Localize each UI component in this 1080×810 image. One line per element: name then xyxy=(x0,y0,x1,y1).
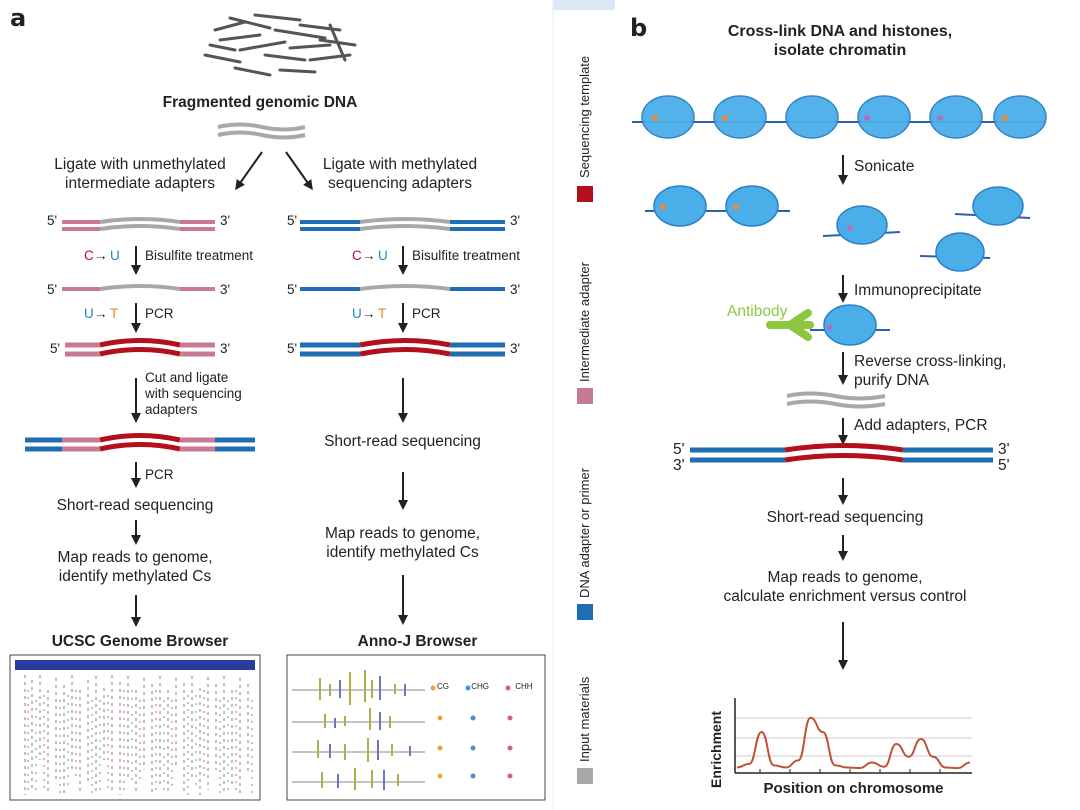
b-end-5-left: 5' xyxy=(673,441,685,458)
c-to-u-c: C xyxy=(84,248,94,263)
input-dna-strand xyxy=(217,122,306,140)
u-to-t-u: U xyxy=(84,306,94,321)
left-strand-3 xyxy=(65,338,215,357)
c-to-u-arrow-r: → xyxy=(362,248,376,263)
x-ticks xyxy=(759,769,941,773)
c-to-u-u-r: U xyxy=(378,248,388,263)
left-branch-label: Ligate with unmethylated intermediate ad… xyxy=(54,156,226,192)
end-5-l1: 5' xyxy=(47,213,58,228)
nucleosomes-row xyxy=(641,95,1047,139)
b-end-3-left: 3' xyxy=(673,457,685,474)
end-3-r2: 3' xyxy=(510,282,521,297)
annoj-cg: CG xyxy=(437,682,449,691)
c-to-u-c-r: C xyxy=(352,248,362,263)
sonicated-fragments xyxy=(645,185,1031,272)
right-strand-3 xyxy=(300,338,505,357)
end-5-r3: 5' xyxy=(287,341,298,356)
end-5-l3: 5' xyxy=(50,341,61,356)
purified-dna xyxy=(786,391,886,409)
pcr-left-label: PCR xyxy=(145,306,174,321)
right-strand-1 xyxy=(300,217,505,231)
b-end-3-right: 3' xyxy=(998,441,1010,458)
add-adapters-label: Add adapters, PCR xyxy=(854,417,988,434)
enrichment-chart xyxy=(734,698,972,774)
legend-swatch-sequencing-template xyxy=(577,186,593,202)
antibody-label: Antibody xyxy=(727,303,788,320)
legend-swatch-dna-adapter xyxy=(577,604,593,620)
end-3-l1: 3' xyxy=(220,213,231,228)
end-3-r1: 3' xyxy=(510,213,521,228)
legend-swatch-input-materials xyxy=(577,768,593,784)
panel-a-letter: a xyxy=(10,4,27,32)
annoj-legend: CG CHG CHH xyxy=(437,682,533,691)
annoj-browser-thumbnail xyxy=(286,654,546,801)
legend-label-input-materials: Input materials xyxy=(577,676,592,762)
library-fragment xyxy=(690,443,993,463)
enrichment-series-line xyxy=(736,716,971,770)
end-5-r1: 5' xyxy=(287,213,298,228)
fragmented-dna-label: Fragmented genomic DNA xyxy=(162,94,358,111)
annoj-chg: CHG xyxy=(471,682,490,691)
reverse-label: Reverse cross-linking, purify DNA xyxy=(854,353,1007,389)
end-5-r2: 5' xyxy=(287,282,298,297)
immunoprecipitate-label: Immunoprecipitate xyxy=(854,282,982,299)
sonicate-label: Sonicate xyxy=(854,158,915,175)
panel-b-letter: b xyxy=(630,14,648,42)
u-to-t-arrow-r: → xyxy=(362,306,376,321)
map-right: Map reads to genome, identify methylated… xyxy=(324,525,481,561)
right-branch-label: Ligate with methylated sequencing adapte… xyxy=(322,156,478,192)
end-3-l2: 3' xyxy=(220,282,231,297)
chart-grid xyxy=(735,717,972,757)
browser-right-title: Anno-J Browser xyxy=(357,633,478,650)
ucsc-browser-thumbnail xyxy=(9,654,261,801)
left-strand-2 xyxy=(62,284,215,291)
dna-fragments-icon xyxy=(203,13,357,77)
u-to-t-t: T xyxy=(110,306,119,321)
legend-label-intermediate-adapter: Intermediate adapter xyxy=(577,262,592,382)
end-3-l3: 3' xyxy=(220,341,231,356)
end-5-l2: 5' xyxy=(47,282,58,297)
end-3-r3: 3' xyxy=(510,341,521,356)
antibody-icon xyxy=(766,309,814,341)
annoj-chh: CHH xyxy=(515,682,533,691)
chart-xlabel: Position on chromosome xyxy=(763,780,944,797)
panel-b-title: Cross-link DNA and histones, isolate chr… xyxy=(727,23,953,59)
u-to-t-u-r: U xyxy=(352,306,362,321)
left-strand-4 xyxy=(25,433,255,452)
annoj-legend-dots xyxy=(430,685,513,779)
c-to-u-u: U xyxy=(110,248,120,263)
left-strand-1 xyxy=(62,217,215,231)
ip-nucleosome xyxy=(823,304,877,346)
pcr-right-label: PCR xyxy=(412,306,441,321)
u-to-t-arrow: → xyxy=(94,306,108,321)
c-to-u-arrow: → xyxy=(94,248,108,263)
map-b: Map reads to genome, calculate enrichmen… xyxy=(723,569,967,605)
short-read-right: Short-read sequencing xyxy=(324,433,481,450)
legend-swatch-intermediate-adapter xyxy=(577,388,593,404)
right-strand-2 xyxy=(300,284,505,291)
map-left: Map reads to genome, identify methylated… xyxy=(57,549,213,585)
legend-label-sequencing-template: Sequencing template xyxy=(577,55,592,178)
bisulfite-right-label: Bisulfite treatment xyxy=(412,248,521,263)
short-read-b: Short-read sequencing xyxy=(766,509,924,526)
chart-ylabel: Enrichment xyxy=(708,710,724,788)
legend-label-dna-adapter: DNA adapter or primer xyxy=(577,467,592,598)
u-to-t-t-r: T xyxy=(378,306,387,321)
bisulfite-left-label: Bisulfite treatment xyxy=(145,248,254,263)
b-end-5-right: 5' xyxy=(998,457,1010,474)
cut-ligate-label: Cut and ligate with sequencing adapters xyxy=(145,370,242,417)
browser-left-title: UCSC Genome Browser xyxy=(51,633,229,650)
pcr-left2-label: PCR xyxy=(145,467,174,482)
short-read-left: Short-read sequencing xyxy=(56,497,214,514)
